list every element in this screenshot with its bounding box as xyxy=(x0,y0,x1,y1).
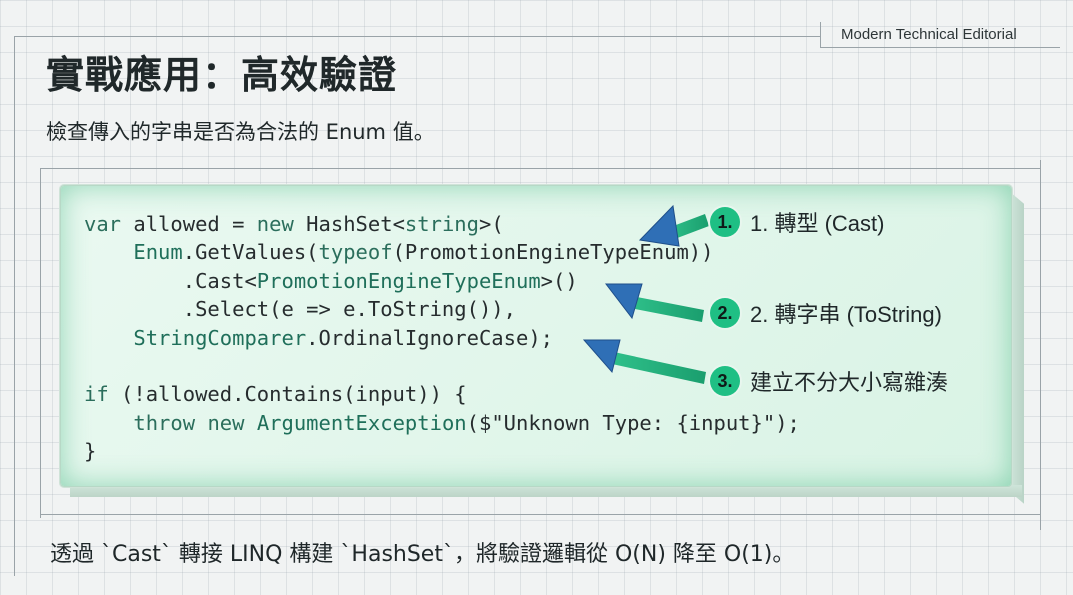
code-token: PromotionEngineTypeEnum xyxy=(256,268,541,293)
code-token: throw xyxy=(133,410,196,435)
arrow-3 xyxy=(582,339,706,384)
callout-hashset: 3. 建立不分大小寫雜湊 xyxy=(710,364,948,398)
code-block: var allowed = new HashSet<string>( Enum.… xyxy=(84,210,800,466)
code-token: allowed = xyxy=(121,212,257,236)
code-token: new xyxy=(207,410,245,435)
code-token: StringComparer xyxy=(133,325,307,350)
code-token: >() xyxy=(540,268,578,293)
code-token: Enum xyxy=(133,240,183,265)
code-token: .Cast< xyxy=(84,268,257,293)
code-token: typeof xyxy=(318,240,393,265)
code-token: string xyxy=(404,212,479,236)
callout-label: 2. 轉字串 (ToString) xyxy=(750,302,942,327)
frame-line-top xyxy=(14,36,820,37)
code-card xyxy=(60,185,1012,487)
code-token: ArgumentException xyxy=(256,410,467,435)
page-title: 實戰應用：高效驗證 xyxy=(46,53,398,97)
card-edge-bottom xyxy=(70,485,1022,497)
code-token: ($"Unknown Type: {input}"); xyxy=(466,410,800,435)
frame-line-mid xyxy=(40,168,1040,169)
code-token: HashSet< xyxy=(293,212,405,236)
page-subtitle: 檢查傳入的字串是否為合法的 Enum 值。 xyxy=(46,120,435,144)
code-token: var xyxy=(84,212,122,236)
editorial-tag: Modern Technical Editorial xyxy=(820,22,1060,48)
code-token: >( xyxy=(478,212,504,236)
code-token: new xyxy=(256,212,294,236)
frame-line-left xyxy=(14,36,15,576)
callout-tostring: 2. 2. 轉字串 (ToString) xyxy=(710,296,942,330)
callout-number: 2. xyxy=(710,298,740,328)
code-token: .GetValues( xyxy=(182,240,319,265)
arrow-1 xyxy=(638,204,709,247)
code-token: (!allowed.Contains(input)) { xyxy=(108,382,467,407)
code-line-4: .Select(e => e.ToString()), xyxy=(84,297,516,322)
code-token: .OrdinalIgnoreCase); xyxy=(306,325,554,350)
code-token: (PromotionEngineTypeEnum)) xyxy=(392,240,714,265)
frame-line-vert-left xyxy=(40,168,41,518)
callout-number: 1. xyxy=(710,207,740,237)
frame-line-vert-right xyxy=(1040,160,1041,530)
callout-label: 建立不分大小寫雜湊 xyxy=(750,370,949,395)
code-token: if xyxy=(84,382,109,407)
frame-line-lower xyxy=(40,514,1040,515)
callout-cast: 1. 1. 轉型 (Cast) xyxy=(710,205,884,239)
code-line-9: } xyxy=(84,439,97,464)
arrow-2 xyxy=(604,283,704,322)
callout-number: 3. xyxy=(710,366,740,396)
callout-label: 1. 轉型 (Cast) xyxy=(750,211,885,236)
footer-note: 透過 `Cast` 轉接 LINQ 構建 `HashSet`，將驗證邏輯從 O(… xyxy=(50,542,795,567)
